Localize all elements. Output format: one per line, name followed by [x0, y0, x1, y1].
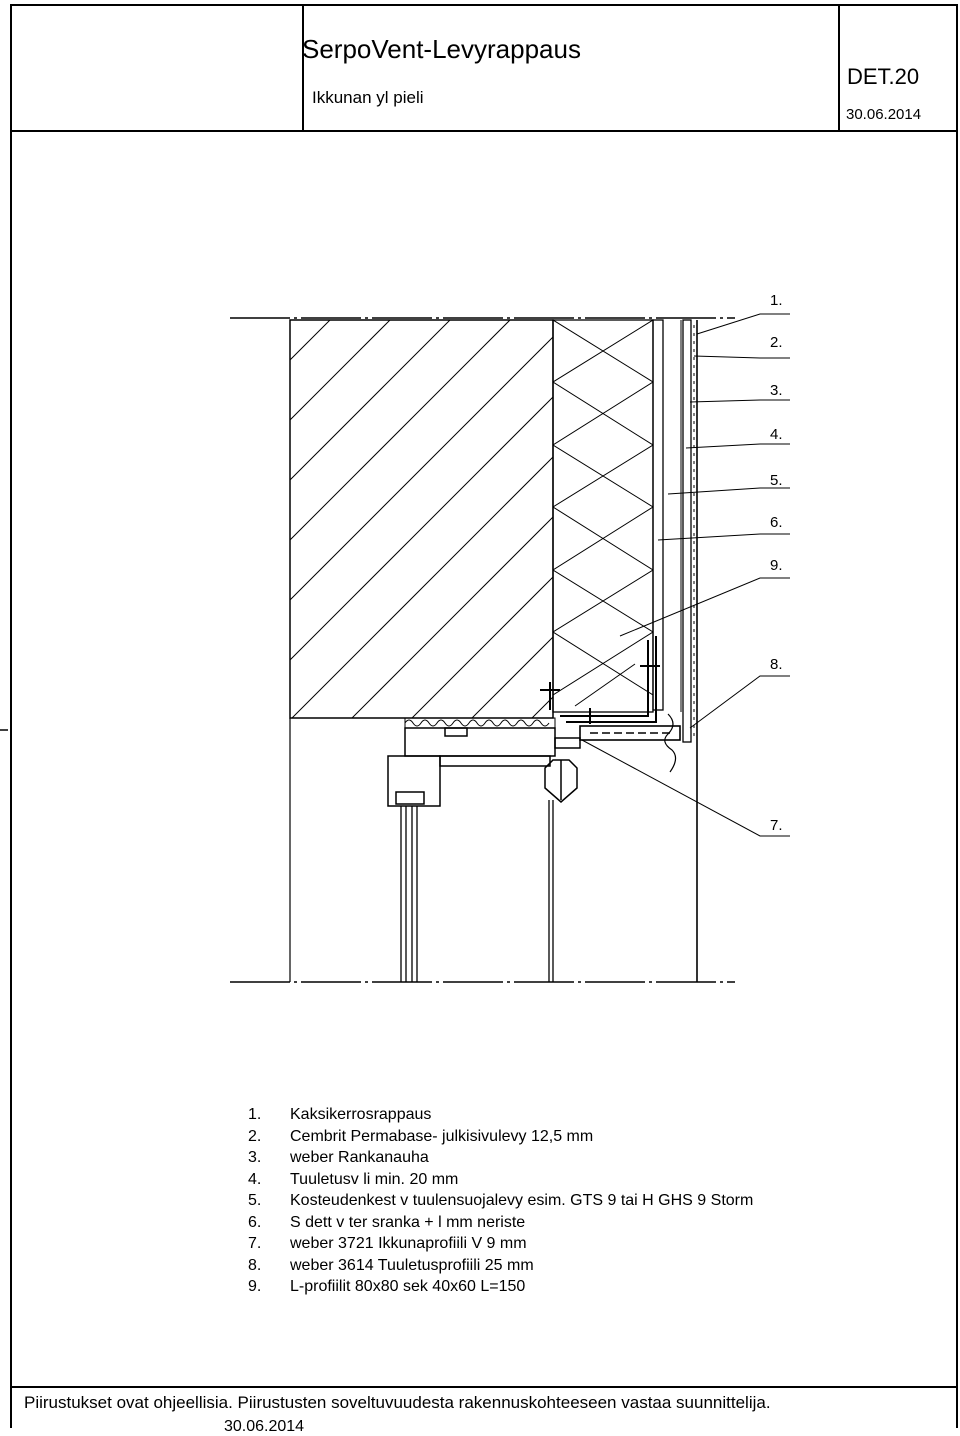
l-profiles: [540, 636, 660, 724]
legend-item: 6.S dett v ter sranka + l mm neriste: [248, 1213, 526, 1231]
callout-7: 7.: [770, 817, 783, 834]
callout-5: 5.: [770, 472, 783, 489]
footer: Piirustukset ovat ohjeellisia. Piirustus…: [10, 1386, 958, 1435]
insulation: [552, 319, 654, 713]
legend-item: 8.weber 3614 Tuuletusprofiili 25 mm: [248, 1256, 534, 1274]
callout-1: 1.: [770, 292, 783, 309]
concrete-wall: [289, 319, 554, 719]
footer-disclaimer: Piirustukset ovat ohjeellisia. Piirustus…: [24, 1393, 771, 1412]
footer-date: 30.06.2014: [224, 1418, 305, 1435]
legend-item: 5.Kosteudenkest v tuulensuojalevy esim. …: [248, 1192, 754, 1209]
leader-lines: [574, 313, 790, 837]
legend-item: 2.Cembrit Permabase- julkisivulevy 12,5 …: [248, 1127, 594, 1145]
callout-9: 9.: [770, 557, 783, 574]
callout-3: 3.: [770, 382, 783, 399]
legend-item: 7.weber 3721 Ikkunaprofiili V 9 mm: [248, 1235, 527, 1252]
detail-date: 30.06.2014: [846, 106, 922, 123]
drawing-subtitle: Ikkunan yl pieli: [312, 88, 424, 107]
title-block: [10, 4, 958, 132]
window-profile: [579, 713, 681, 773]
callout-8: 8.: [770, 656, 783, 673]
cement-board: [682, 319, 692, 743]
drawing-title: SerpoVent-Levyrappaus: [302, 34, 581, 64]
glazing: [400, 800, 554, 982]
detail-code: DET.20: [847, 64, 920, 89]
legend-item: 4.Tuuletusv li min. 20 mm: [248, 1170, 459, 1188]
callout-6: 6.: [770, 514, 783, 531]
window-frame: [387, 727, 581, 807]
title-block-logo-cell: [12, 6, 304, 130]
break-lines: [230, 317, 735, 983]
callout-4: 4.: [770, 426, 783, 443]
title-block-title-cell: [304, 6, 840, 130]
wind-barrier-board: [652, 319, 664, 711]
seal-strip: [404, 717, 556, 729]
legend-item: 3.weber Rankanauha: [248, 1149, 429, 1166]
callout-2: 2.: [770, 334, 783, 351]
legend-item: 1.Kaksikerrosrappaus: [248, 1106, 432, 1123]
materials-legend: 1.Kaksikerrosrappaus 2.Cembrit Permabase…: [248, 1104, 753, 1298]
render-layers: [690, 320, 698, 982]
legend-item: 9.L-profiilit 80x80 sek 40x60 L=150: [248, 1278, 526, 1295]
